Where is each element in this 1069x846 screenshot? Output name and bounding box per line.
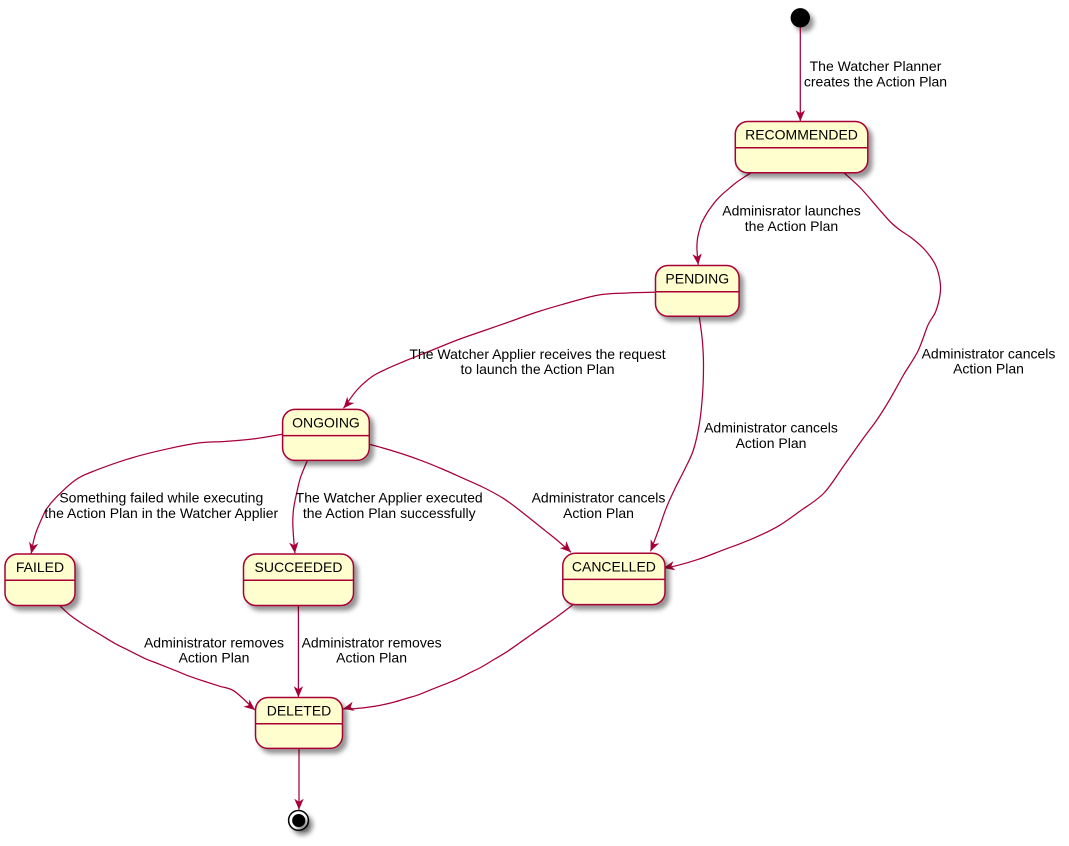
svg-text:Action Plan: Action Plan [336, 650, 407, 666]
svg-text:The Watcher Planner: The Watcher Planner [810, 58, 942, 74]
svg-text:Adminisrator launches: Adminisrator launches [722, 202, 861, 218]
svg-text:to launch the Action Plan: to launch the Action Plan [460, 361, 614, 377]
svg-text:Administrator removes: Administrator removes [144, 634, 284, 650]
svg-text:Action Plan: Action Plan [179, 650, 250, 666]
svg-text:Action Plan: Action Plan [953, 361, 1024, 377]
svg-text:The Watcher Applier executed: The Watcher Applier executed [296, 490, 483, 506]
svg-text:creates the Action Plan: creates the Action Plan [804, 74, 947, 90]
svg-text:PENDING: PENDING [665, 271, 729, 287]
svg-text:ONGOING: ONGOING [292, 415, 360, 431]
svg-text:the Action Plan: the Action Plan [745, 218, 838, 234]
svg-text:SUCCEEDED: SUCCEEDED [255, 559, 343, 575]
svg-text:CANCELLED: CANCELLED [572, 558, 656, 574]
svg-text:Administrator cancels: Administrator cancels [922, 345, 1056, 361]
svg-text:the Action Plan successfully: the Action Plan successfully [303, 505, 476, 521]
svg-text:Something failed while executi: Something failed while executing [59, 490, 263, 506]
svg-text:RECOMMENDED: RECOMMENDED [745, 127, 858, 143]
svg-text:the Action Plan in the Watcher: the Action Plan in the Watcher Applier [44, 505, 278, 521]
svg-text:Action Plan: Action Plan [736, 435, 807, 451]
svg-text:FAILED: FAILED [16, 559, 64, 575]
svg-text:Administrator cancels: Administrator cancels [704, 420, 838, 436]
svg-text:Administrator removes: Administrator removes [302, 634, 442, 650]
svg-text:Administrator cancels: Administrator cancels [532, 490, 666, 506]
svg-text:The Watcher Applier receives t: The Watcher Applier receives the request [409, 346, 665, 362]
svg-text:DELETED: DELETED [267, 703, 332, 719]
svg-text:Action Plan: Action Plan [563, 505, 634, 521]
